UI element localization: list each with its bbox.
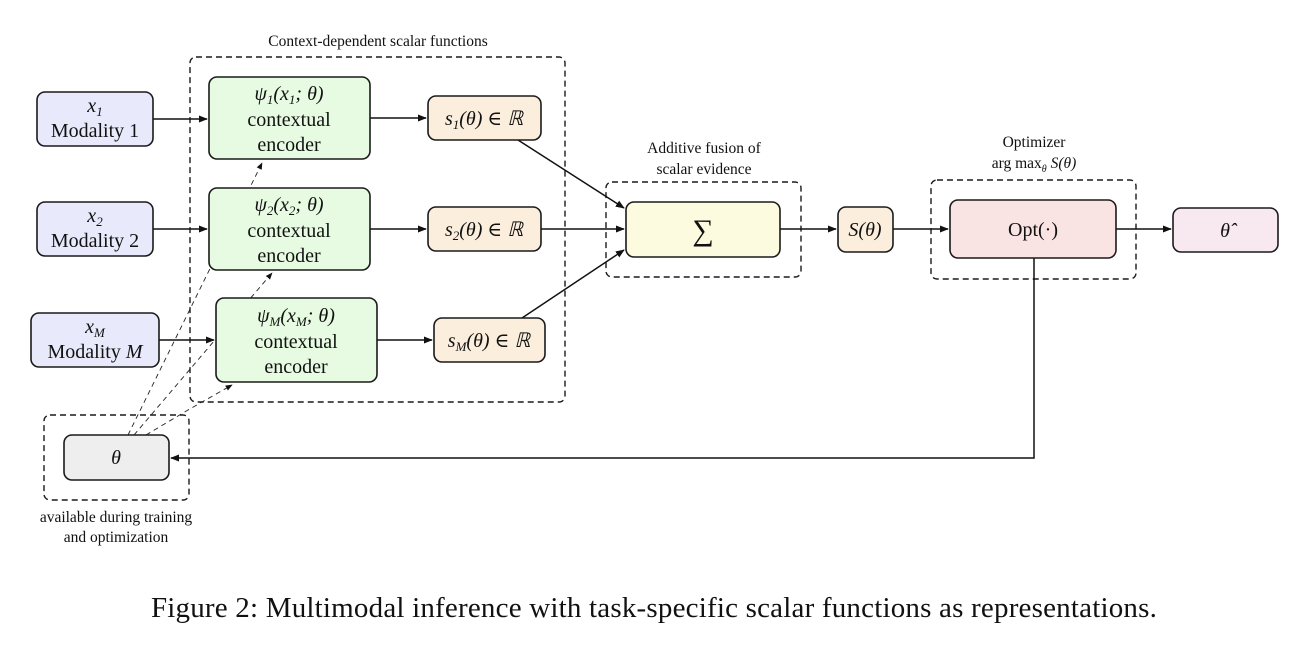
encoder-1-line2: contextual (247, 109, 331, 131)
theta-label: θ (111, 447, 121, 469)
theta-to-encoder-M-edge (145, 384, 233, 436)
encoder-1-line3: encoder (257, 134, 321, 156)
theta-group-label-line1: available during training (40, 509, 193, 526)
theta-group (43, 414, 190, 501)
scalar-2-node: s2(θ) ∈ ℝ (427, 206, 542, 252)
scalar-M-label: sM(θ) ∈ ℝ (448, 330, 532, 354)
score-node: S(θ) (837, 206, 894, 253)
fusion-group-label-line1: Additive fusion of (647, 140, 761, 157)
modality-1-node: x1 Modality 1 (36, 91, 154, 147)
encoder-2-formula: ψ2(x2; θ) (254, 194, 323, 218)
encoder-2-node: ψ2(x2; θ) contextual encoder (208, 187, 371, 271)
scalar-M-to-sum-edge (521, 249, 625, 319)
scalar-1-node: s1(θ) ∈ ℝ (427, 95, 542, 141)
theta-group-label-line2: and optimization (64, 529, 169, 546)
optimizer-group-label-line2: arg maxθ S(θ) (992, 155, 1077, 175)
modality-2-node: x2 Modality 2 (36, 201, 154, 257)
encoder-M-line2: contextual (254, 331, 338, 353)
modality-1-label: Modality 1 (51, 120, 139, 142)
optimizer-group-label-line1: Optimizer (1003, 134, 1067, 151)
theta-node: θ (63, 434, 170, 481)
scalar-1-label: s1(θ) ∈ ℝ (445, 108, 524, 132)
opt-node: Opt(·) (949, 199, 1117, 259)
score-label: S(θ) (848, 219, 881, 241)
modality-M-var: xM (84, 316, 106, 340)
opt-label: Opt(·) (1008, 219, 1058, 241)
modality-M-label: Modality M (47, 341, 143, 363)
modality-2-label: Modality 2 (51, 230, 139, 252)
modality-1-var: x1 (86, 95, 102, 119)
scalar-2-label: s2(θ) ∈ ℝ (445, 219, 524, 243)
sum-node: ∑ (625, 201, 781, 258)
sum-symbol: ∑ (692, 214, 713, 247)
scalar-M-node: sM(θ) ∈ ℝ (433, 317, 546, 363)
fusion-group-label-line2: scalar evidence (656, 161, 751, 178)
encoder-1-formula: ψ1(x1; θ) (254, 83, 323, 107)
figure-caption: Figure 2: Multimodal inference with task… (150, 592, 1158, 624)
edges (153, 114, 1172, 462)
output-node: θ̂ (1172, 207, 1279, 253)
scalar-1-to-sum-edge (517, 139, 625, 209)
modality-2-var: x2 (86, 205, 103, 229)
opt-to-theta-feedback-edge (170, 258, 1035, 462)
encoder-M-node: ψM(xM; θ) contextual encoder (215, 297, 378, 383)
encoder-2-line3: encoder (257, 245, 321, 267)
modality-M-node: xM Modality M (30, 312, 160, 368)
encoder-M-line3: encoder (264, 356, 328, 378)
encoder-2-line2: contextual (247, 220, 331, 242)
encoder-M-formula: ψM(xM; θ) (257, 305, 335, 329)
encoder-1-node: ψ1(x1; θ) contextual encoder (208, 76, 371, 160)
scalar-functions-group-label: Context-dependent scalar functions (268, 33, 488, 50)
